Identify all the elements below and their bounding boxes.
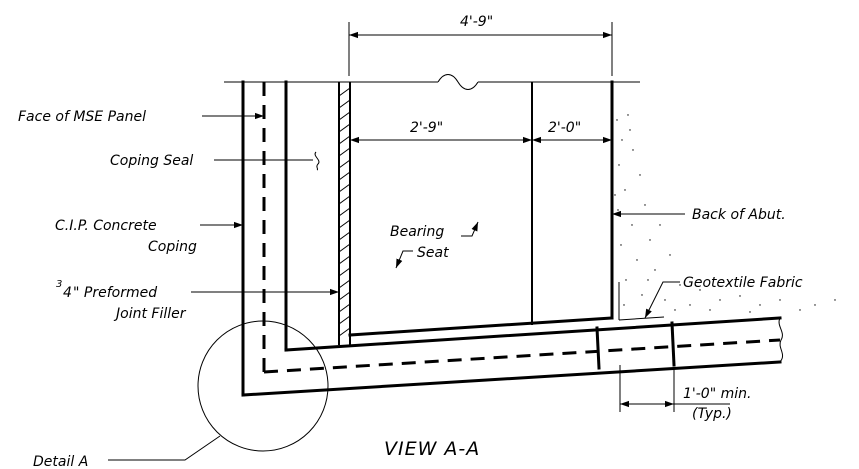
svg-text:Coping Seal: Coping Seal xyxy=(110,153,193,169)
label-joint-filler: 3 4 " Preformed Joint Filler xyxy=(56,279,339,322)
svg-text:3: 3 xyxy=(56,279,62,290)
svg-text:Bearing: Bearing xyxy=(390,224,444,240)
dimension-overall: 4'-9" xyxy=(348,14,613,76)
dashed-bottom xyxy=(263,338,781,374)
svg-text:Face of MSE Panel: Face of MSE Panel xyxy=(18,109,146,125)
dimension-bearing-seat-label: 2'-9" xyxy=(410,120,443,136)
view-title: VIEW A-A xyxy=(384,438,480,460)
dimension-overall-label: 4'-9" xyxy=(460,14,493,30)
abutment-bottom xyxy=(348,316,614,337)
soil-stipple xyxy=(614,114,836,313)
dimension-min: 1'-0" min. (Typ.) xyxy=(619,365,751,422)
dimension-bearing-seat: 2'-9" xyxy=(350,120,532,144)
dimension-backwall-label: 2'-0" xyxy=(548,120,581,136)
dimension-min-label: 1'-0" min. xyxy=(683,386,751,402)
svg-text:Back of Abut.: Back of Abut. xyxy=(692,207,786,223)
label-geotextile: Geotextile Fabric xyxy=(644,275,803,319)
dimension-min-note: (Typ.) xyxy=(692,406,732,422)
slab-joints xyxy=(595,321,676,370)
svg-text:Coping: Coping xyxy=(148,239,197,255)
label-face-of-mse-panel: Face of MSE Panel xyxy=(18,109,264,125)
label-detail-a: Detail A xyxy=(33,454,88,469)
right-break-symbol xyxy=(778,317,784,363)
label-bearing-seat: Bearing Seat xyxy=(390,221,479,269)
geotextile-fabric xyxy=(618,282,665,321)
detail-a-circle xyxy=(108,320,329,461)
svg-text:" Preformed: " Preformed xyxy=(73,285,157,301)
label-back-of-abut: Back of Abut. xyxy=(612,207,786,223)
svg-text:Joint Filler: Joint Filler xyxy=(113,306,187,322)
svg-text:4: 4 xyxy=(63,285,72,301)
svg-text:Seat: Seat xyxy=(417,245,449,261)
dimension-backwall: 2'-0" xyxy=(532,120,612,144)
svg-text:C.I.P. Concrete: C.I.P. Concrete xyxy=(55,218,157,234)
coping-bottom-inner xyxy=(284,316,782,352)
coping-bottom-outer xyxy=(241,360,782,397)
label-cip-coping: C.I.P. Concrete Coping xyxy=(55,218,243,255)
label-coping-seal: Coping Seal xyxy=(110,151,320,171)
joint-filler-strip xyxy=(338,82,351,345)
svg-text:Geotextile Fabric: Geotextile Fabric xyxy=(683,275,803,291)
